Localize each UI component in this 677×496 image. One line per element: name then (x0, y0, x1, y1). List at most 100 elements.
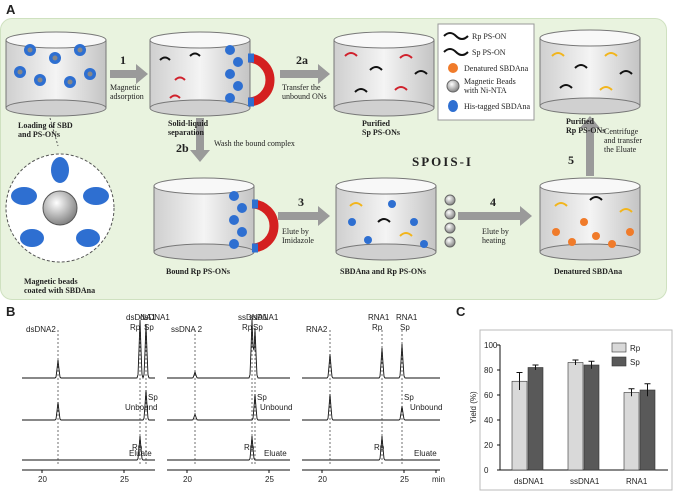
peak-label: RNA1 (396, 313, 418, 322)
scheme-title: SPOIS-I (412, 154, 473, 169)
legend-label: Sp (630, 358, 640, 367)
bar (567, 362, 584, 471)
process-arrows (110, 64, 600, 226)
step-2b-label: Wash the bound complex (214, 139, 295, 148)
chromatogram-trace (167, 319, 290, 379)
step-2a: 2a (296, 53, 308, 67)
chromatogram-trace (167, 435, 290, 461)
y-tick-label: 100 (484, 341, 498, 350)
peak-label: Sp (253, 323, 263, 332)
legend-sp: Sp PS-ON (472, 48, 506, 57)
tick-label: 20 (183, 475, 192, 484)
tick-label: 20 (318, 475, 327, 484)
y-tick-label: 60 (484, 391, 493, 400)
peak-label: RNA2 (306, 325, 328, 334)
ps-on-strands (159, 52, 633, 237)
y-tick-label: 20 (484, 441, 493, 450)
peak-label: Sp (257, 393, 267, 402)
peak-label: dsDNA1 (126, 313, 156, 322)
bar (511, 380, 528, 471)
peak-label: ssDNA 2 (171, 325, 203, 334)
y-axis-label: Yield (%) (469, 391, 478, 423)
bar (527, 367, 544, 471)
caption-eluted: SBDAna and Rp PS-ONs (340, 267, 426, 276)
peak-label: RNA1 (368, 313, 390, 322)
magnetic-beads-column (444, 194, 456, 248)
cylinder-bound-rp (153, 177, 255, 261)
free-sbd (348, 200, 428, 248)
bound-beads (229, 191, 247, 249)
bead-inset (5, 117, 115, 263)
chromatogram-trace (302, 435, 440, 461)
row-label-eluate: Eluate (414, 449, 437, 458)
tick-label: 25 (120, 475, 129, 484)
peak-label: Rp (244, 443, 255, 452)
peak-label: ssDNA1 (249, 313, 279, 322)
row-label-eluate: Eluate (264, 449, 287, 458)
peak-label: Rp (130, 323, 141, 332)
x-tick-label: dsDNA1 (514, 477, 544, 486)
chromatogram-trace (22, 435, 155, 461)
bar (639, 389, 656, 471)
y-tick-label: 80 (484, 366, 493, 375)
row-label-unbound: Unbound (125, 403, 157, 412)
panel-label-c: C (456, 304, 466, 319)
legend-swatch (611, 356, 627, 367)
peak-label: Sp (404, 393, 414, 402)
panel-label-a: A (6, 2, 16, 17)
chromatogram-trace (22, 319, 155, 380)
peak-label: Sp (144, 323, 154, 332)
legend-his-tagged: His-tagged SBDAna (464, 102, 530, 111)
peak-label: Rp (372, 323, 383, 332)
peak-label: ssDNA1 (238, 313, 268, 322)
row-label-unbound: Unbound (260, 403, 292, 412)
peak-label: Rp (374, 443, 385, 452)
x-tick-label: ssDNA1 (570, 477, 600, 486)
legend-swatch (611, 342, 627, 353)
tick-label: 20 (38, 475, 47, 484)
caption-denatured: Denatured SBDAna (554, 267, 622, 276)
tick-label: 25 (400, 475, 409, 484)
bar (583, 364, 600, 471)
legend-rp: Rp PS-ON (472, 32, 507, 41)
chromatogram-trace (167, 393, 290, 421)
y-tick-label: 0 (484, 466, 489, 475)
y-tick-label: 40 (484, 416, 493, 425)
peak-label: Sp (148, 393, 158, 402)
denatured-sbd (552, 218, 634, 248)
tick-label: min (432, 475, 445, 484)
scheme-legend (437, 23, 535, 121)
peak-label: Rp (242, 323, 253, 332)
step-2b: 2b (176, 141, 189, 155)
step-3: 3 (298, 195, 304, 209)
cylinder-denatured (539, 177, 641, 261)
row-label-eluate: Eluate (129, 449, 152, 458)
chromatogram-trace (302, 393, 440, 421)
magnet-icon (251, 199, 279, 253)
tick-label: 25 (265, 475, 274, 484)
bead-cluster (17, 47, 93, 85)
step-4: 4 (490, 195, 496, 209)
peak-label: Sp (400, 323, 410, 332)
panel-label-b: B (6, 304, 16, 319)
cylinder-purified-sp (333, 31, 435, 117)
peak-label: dsDNA2 (26, 325, 56, 334)
row-label-unbound: Unbound (410, 403, 442, 412)
step-1: 1 (120, 53, 126, 67)
peak-label: dsDNA1 (140, 313, 170, 322)
legend-label: Rp (630, 344, 641, 353)
magnet-icon (247, 53, 275, 107)
chromatogram-trace (302, 343, 440, 379)
